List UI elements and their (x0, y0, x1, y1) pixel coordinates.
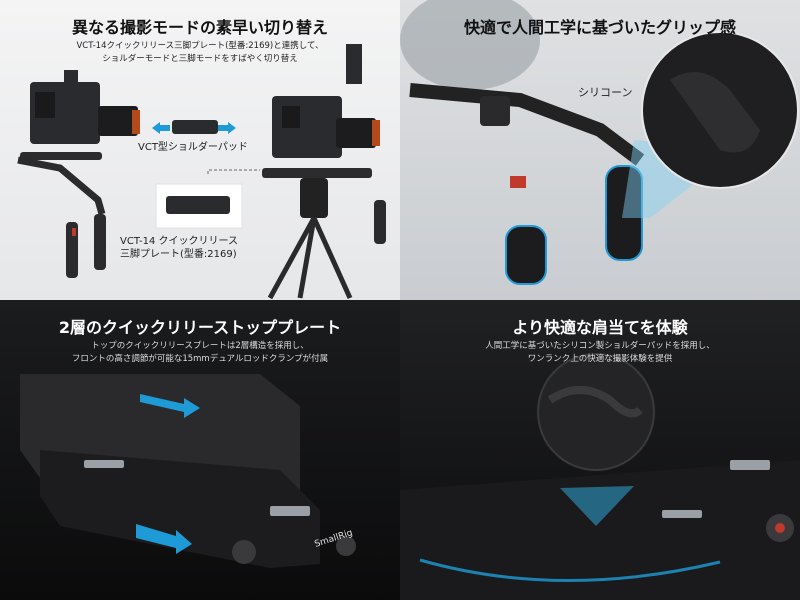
arrow-up-icon (140, 394, 200, 418)
camera-rig-left (17, 70, 140, 278)
grip-right (605, 165, 643, 261)
panel-subtitle-line2: フロントの高さ調節が可能な15mmデュアルロッドクランプが付属 (71, 354, 329, 364)
swap-arrows (152, 122, 236, 134)
callout-beam (560, 486, 634, 526)
shoulder-pad-thumbnail (172, 120, 218, 134)
shoulder-pad-label: VCT型ショルダーパッド (138, 142, 248, 153)
panel-title: 2層のクイックリリーストッププレート (58, 318, 342, 337)
lens-blur (400, 0, 540, 90)
panel-subtitle-line1: VCT-14クイックリリース三脚プレート(型番:2169)と連携して、 (76, 41, 324, 51)
panel-subtitle-line2: ワンランク上の快適な撮影体験を提供 (527, 354, 673, 364)
plate-illustration (20, 374, 356, 568)
plate-thumbnail (155, 183, 243, 229)
knob-center (775, 523, 785, 533)
panel-subtitle-line1: 人間工学に基づいたシリコン製ショルダーパッドを採用し、 (485, 341, 715, 351)
grip-release-button (510, 176, 526, 188)
dashed-connector (207, 169, 260, 174)
clamp-block (480, 96, 510, 126)
panel-dual-plate: 2層のクイックリリーストッププレート トップのクイックリリースプレートは2層構造… (0, 300, 400, 600)
lever-lower (662, 510, 702, 518)
panel-subtitle-line1: トップのクイックリリースプレートは2層構造を採用し、 (91, 341, 309, 351)
camera-rig-tripod (262, 44, 386, 300)
panel-ergonomic-grip: 快適で人間工学に基づいたグリップ感 シリコーン (400, 0, 800, 300)
panel-title: 快適で人間工学に基づいたグリップ感 (463, 18, 736, 37)
lever-right (270, 506, 310, 516)
panel-subtitle-line2: ショルダーモードと三脚モードをすばやく切り替え (102, 54, 298, 64)
plate-label-line2: 三脚プレート(型番:2169) (120, 249, 237, 260)
pad-callout-circle (537, 353, 655, 471)
pad-glow-line (419, 558, 721, 582)
pad-ridge (547, 386, 643, 418)
grip-left (505, 225, 547, 285)
silicone-texture (670, 72, 760, 153)
lever-top (84, 460, 124, 468)
knob-left (232, 540, 256, 564)
arrow-down-icon (136, 524, 192, 554)
rig-illustration (17, 44, 386, 300)
knob-right (336, 536, 356, 556)
panel-title: より快適な肩当てを体験 (512, 318, 688, 337)
grip-illustration (400, 0, 799, 285)
panel-mode-switch: 異なる撮影モードの素早い切り替え VCT-14クイックリリース三脚プレート(型番… (0, 0, 400, 300)
plate-label-line1: VCT-14 クイックリリース (120, 236, 239, 247)
panel-shoulder-comfort: より快適な肩当てを体験 人間工学に基づいたシリコン製ショルダーパッドを採用し、 … (400, 300, 800, 600)
pad-illustration (400, 353, 800, 600)
lever (730, 460, 770, 470)
base-plate (40, 450, 320, 568)
silicone-label: シリコーン (578, 86, 633, 99)
panel-title: 異なる撮影モードの素早い切り替え (71, 18, 328, 37)
shoulder-arm (409, 83, 645, 166)
